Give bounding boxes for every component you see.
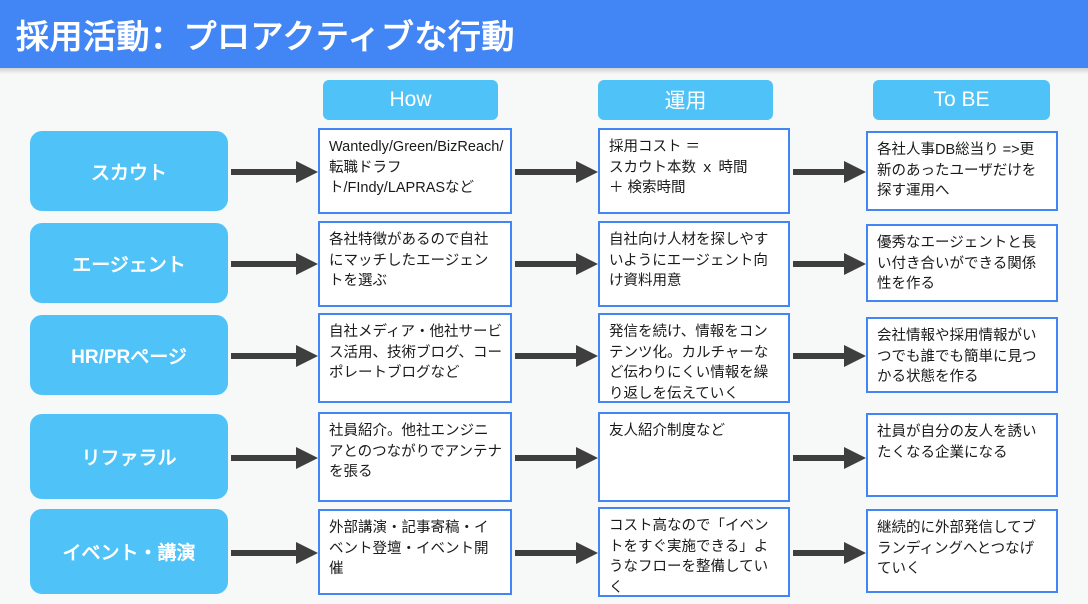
arrow-head [296, 542, 318, 564]
arrow-shaft [515, 261, 578, 267]
flow-arrow-icon [793, 542, 866, 564]
category-chip[interactable]: スカウト [30, 131, 228, 211]
cell-ops: 友人紹介制度など [598, 412, 790, 502]
cell-tobe: 各社人事DB総当り =>更新のあったユーザだけを探す運用へ [866, 131, 1058, 211]
arrow-head [296, 345, 318, 367]
flow-arrow-icon [515, 345, 598, 367]
flow-arrow-icon [231, 161, 318, 183]
column-header-how: How [323, 80, 498, 120]
arrow-head [576, 447, 598, 469]
cell-ops: 自社向け人材を探しやすいようにエージェント向け資料用意 [598, 221, 790, 307]
arrow-shaft [793, 353, 846, 359]
header-divider [0, 68, 1088, 74]
arrow-head [844, 447, 866, 469]
cell-ops: 発信を続け、情報をコンテンツ化。カルチャーなど伝わりにくい情報を繰り返しを伝えて… [598, 313, 790, 403]
page-title: 採用活動：プロアクティブな行動 [16, 18, 515, 55]
arrow-shaft [231, 261, 298, 267]
arrow-head [576, 345, 598, 367]
cell-ops: コスト高なので「イベントをすぐ実施できる」ようなフローを整備していく [598, 507, 790, 597]
arrow-head [576, 253, 598, 275]
flow-arrow-icon [515, 447, 598, 469]
arrow-shaft [231, 455, 298, 461]
category-chip[interactable]: イベント・講演 [30, 509, 228, 594]
arrow-shaft [231, 550, 298, 556]
arrow-head [296, 253, 318, 275]
flow-arrow-icon [231, 345, 318, 367]
arrow-head [844, 161, 866, 183]
arrow-shaft [231, 353, 298, 359]
arrow-shaft [231, 169, 298, 175]
arrow-head [296, 161, 318, 183]
cell-how: 外部講演・記事寄稿・イベント登壇・イベント開催 [318, 509, 512, 595]
cell-ops: 採用コスト ＝ スカウト本数 ｘ 時間 ＋ 検索時間 [598, 128, 790, 214]
header-bar: 採用活動：プロアクティブな行動 [0, 0, 1088, 68]
arrow-shaft [793, 261, 846, 267]
column-header-ops: 運用 [598, 80, 773, 120]
flow-arrow-icon [231, 542, 318, 564]
column-header-tobe: To BE [873, 80, 1050, 120]
cell-how: 自社メディア・他社サービス活用、技術ブログ、コーポレートブログなど [318, 313, 512, 403]
cell-how: 各社特徴があるので自社にマッチしたエージェントを選ぶ [318, 221, 512, 307]
category-chip[interactable]: HR/PRページ [30, 315, 228, 395]
arrow-shaft [793, 550, 846, 556]
arrow-head [844, 253, 866, 275]
flow-arrow-icon [515, 542, 598, 564]
arrow-shaft [793, 169, 846, 175]
cell-how: 社員紹介。他社エンジニアとのつながりでアンテナを張る [318, 412, 512, 502]
arrow-shaft [515, 455, 578, 461]
flow-arrow-icon [793, 161, 866, 183]
arrow-shaft [793, 455, 846, 461]
arrow-head [844, 345, 866, 367]
cell-tobe: 継続的に外部発信してブランディングへとつなげていく [866, 509, 1058, 593]
arrow-shaft [515, 550, 578, 556]
category-chip[interactable]: リファラル [30, 414, 228, 499]
cell-how: Wantedly/Green/BizReach/転職ドラフト/FIndy/LAP… [318, 128, 512, 214]
arrow-head [296, 447, 318, 469]
cell-tobe: 社員が自分の友人を誘いたくなる企業になる [866, 413, 1058, 497]
arrow-head [576, 542, 598, 564]
flow-arrow-icon [515, 161, 598, 183]
arrow-shaft [515, 169, 578, 175]
flow-arrow-icon [793, 345, 866, 367]
arrow-head [576, 161, 598, 183]
arrow-head [844, 542, 866, 564]
flow-arrow-icon [793, 253, 866, 275]
cell-tobe: 優秀なエージェントと長い付き合いができる関係性を作る [866, 224, 1058, 302]
flow-arrow-icon [515, 253, 598, 275]
flow-arrow-icon [231, 447, 318, 469]
flow-arrow-icon [231, 253, 318, 275]
category-chip[interactable]: エージェント [30, 223, 228, 303]
arrow-shaft [515, 353, 578, 359]
cell-tobe: 会社情報や採用情報がいつでも誰でも簡単に見つかる状態を作る [866, 317, 1058, 393]
flow-arrow-icon [793, 447, 866, 469]
